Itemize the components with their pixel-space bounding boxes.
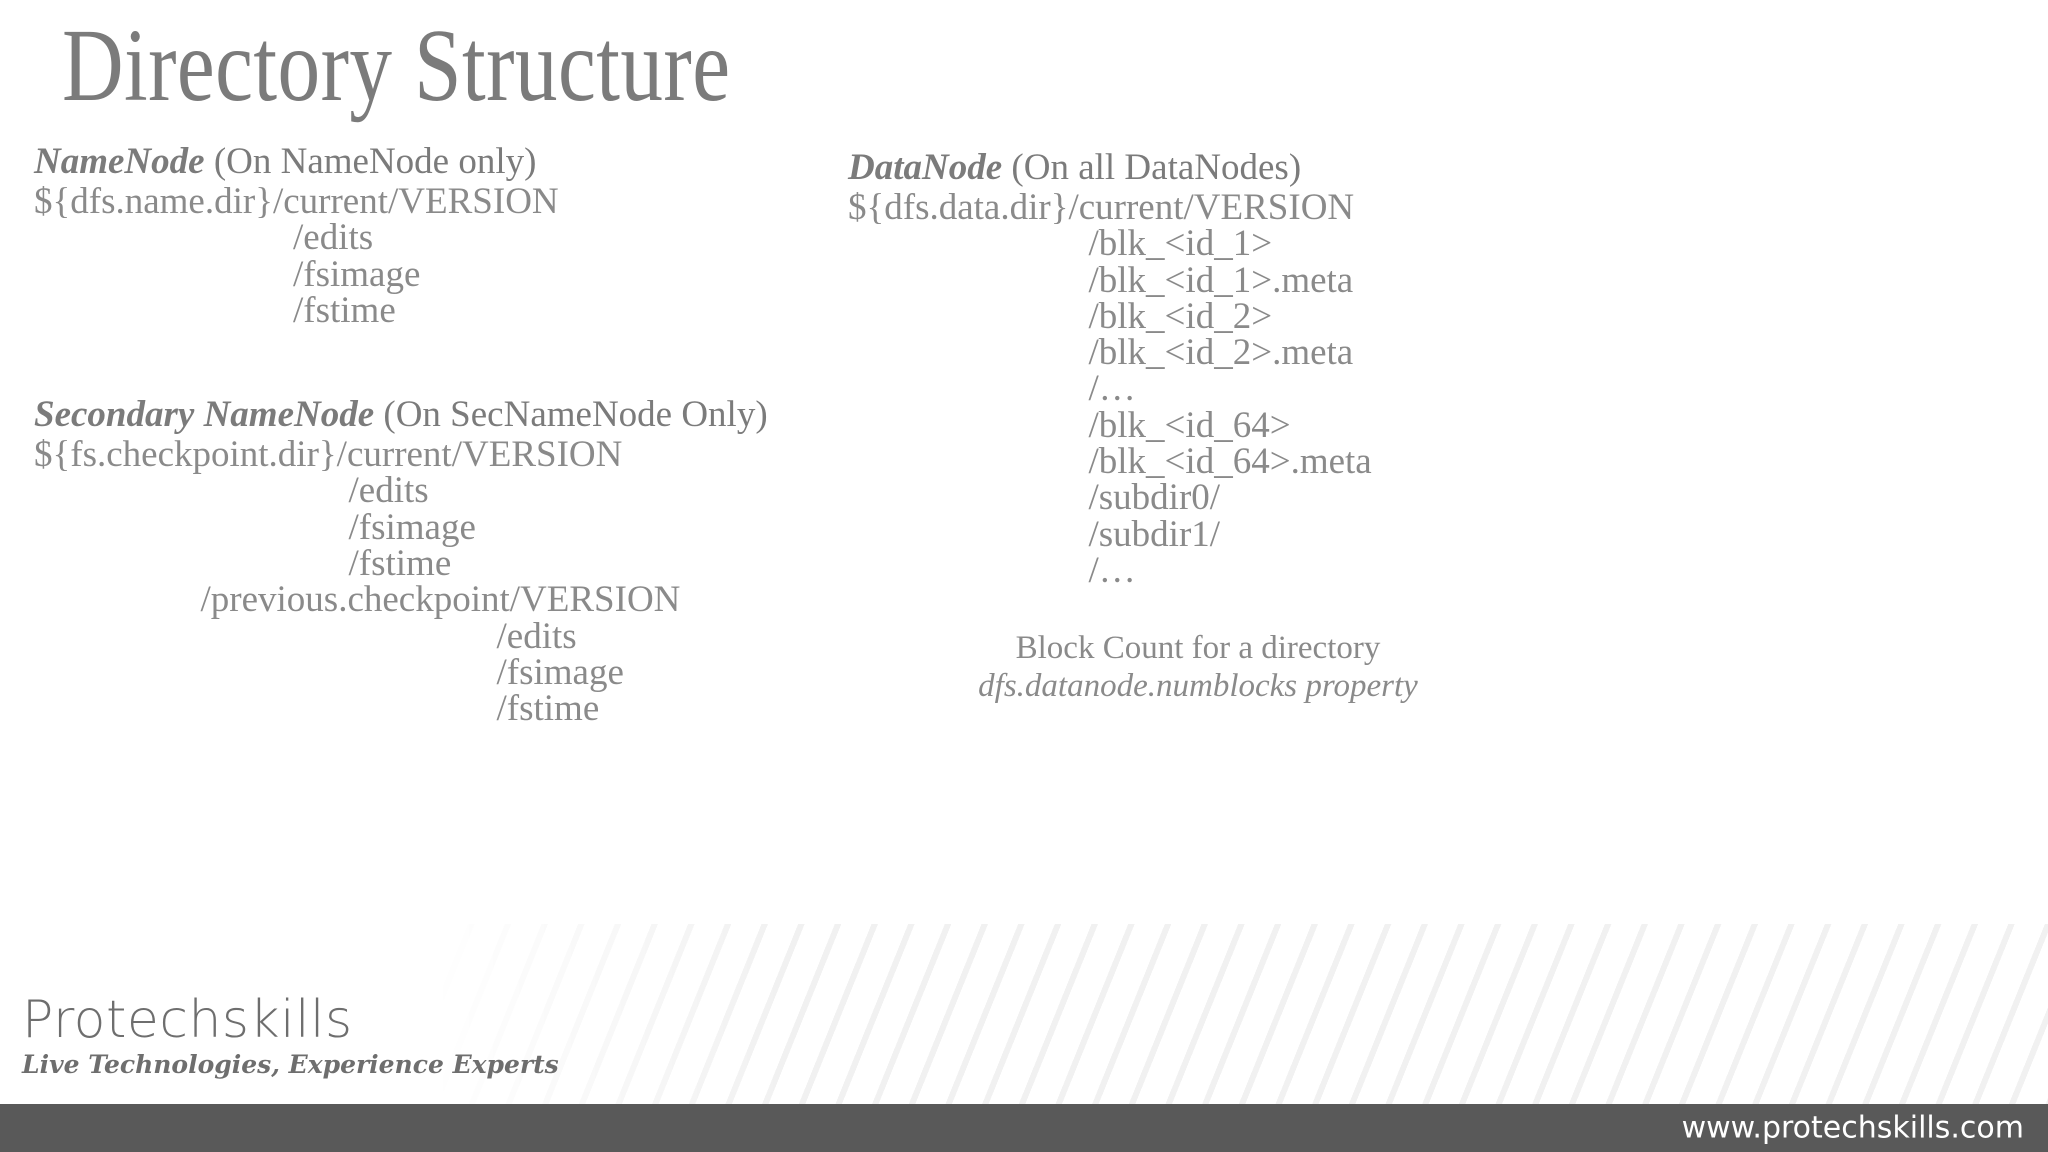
datanode-scope: (On all DataNodes)	[1002, 147, 1302, 188]
slide-content: NameNode (On NameNode only) ${dfs.name.d…	[0, 140, 2048, 940]
datanode-path-line: /blk_<id_2>.meta	[848, 332, 1354, 374]
datanode-path-line: /blk_<id_64>.meta	[848, 441, 1372, 483]
datanode-path-line: /blk_<id_2>	[848, 295, 1273, 337]
datanode-path-line: /subdir0/	[848, 477, 1221, 519]
namenode-heading: NameNode (On NameNode only)	[34, 140, 914, 184]
secondary-namenode-path-line: /fsimage	[34, 506, 476, 548]
datanode-path-line: /…	[848, 549, 1136, 591]
datanode-path-line: /…	[848, 368, 1136, 410]
namenode-path-line: /fstime	[34, 289, 396, 331]
secondary-namenode-block: Secondary NameNode (On SecNameNode Only)…	[34, 393, 914, 727]
namenode-path-line: /edits	[34, 217, 374, 259]
secondary-namenode-term: Secondary NameNode	[34, 394, 375, 436]
secondary-namenode-heading: Secondary NameNode (On SecNameNode Only)	[34, 393, 914, 437]
namenode-scope: (On NameNode only)	[204, 141, 537, 182]
secondary-namenode-path-line: /fstime	[34, 543, 452, 585]
block-count-note: Block Count for a directory dfs.datanode…	[848, 629, 1548, 705]
brand-tagline: Live Technologies, Experience Experts	[22, 1050, 559, 1079]
datanode-path-line: /blk_<id_1>	[848, 223, 1273, 265]
url-bar: www.protechskills.com	[0, 1104, 2048, 1152]
secondary-namenode-path-line: /edits	[34, 470, 429, 512]
datanode-block: DataNode (On all DataNodes) ${dfs.data.d…	[848, 146, 1548, 589]
datanode-heading: DataNode (On all DataNodes)	[848, 146, 1548, 190]
datanode-path-line: /subdir1/	[848, 513, 1221, 555]
namenode-path-line: ${dfs.name.dir}/current/VERSION	[34, 181, 559, 222]
left-column: NameNode (On NameNode only) ${dfs.name.d…	[34, 140, 914, 728]
namenode-block: NameNode (On NameNode only) ${dfs.name.d…	[34, 140, 914, 329]
secondary-namenode-path-line: /previous.checkpoint/VERSION	[34, 579, 681, 621]
page-title: Directory Structure	[62, 8, 731, 123]
namenode-path-line: /fsimage	[34, 253, 421, 295]
datanode-path-line: /blk_<id_64>	[848, 404, 1291, 446]
datanode-path-line: /blk_<id_1>.meta	[848, 259, 1354, 301]
secondary-namenode-path-line: /fsimage	[34, 651, 624, 693]
block-count-note-line2: dfs.datanode.numblocks property	[978, 668, 1418, 705]
section-spacer	[34, 329, 914, 393]
secondary-namenode-path-line: /edits	[34, 615, 577, 657]
brand-logo: Protechskills Live Technologies, Experie…	[22, 992, 559, 1080]
block-count-note-line1: Block Count for a directory	[1015, 630, 1381, 667]
datanode-path-line: ${dfs.data.dir}/current/VERSION	[848, 187, 1355, 228]
brand-name: Protechskills	[22, 990, 353, 1050]
secondary-namenode-path-line: /fstime	[34, 688, 600, 730]
secondary-namenode-scope: (On SecNameNode Only)	[374, 394, 768, 436]
secondary-namenode-path-line: ${fs.checkpoint.dir}/current/VERSION	[34, 434, 623, 476]
website-url: www.protechskills.com	[1681, 1110, 2024, 1146]
datanode-term: DataNode	[848, 147, 1003, 188]
namenode-term: NameNode	[34, 141, 205, 182]
right-column: DataNode (On all DataNodes) ${dfs.data.d…	[848, 146, 1548, 705]
footer-band: Protechskills Live Technologies, Experie…	[0, 924, 2048, 1114]
diagonal-dash-watermark	[430, 924, 2048, 1114]
